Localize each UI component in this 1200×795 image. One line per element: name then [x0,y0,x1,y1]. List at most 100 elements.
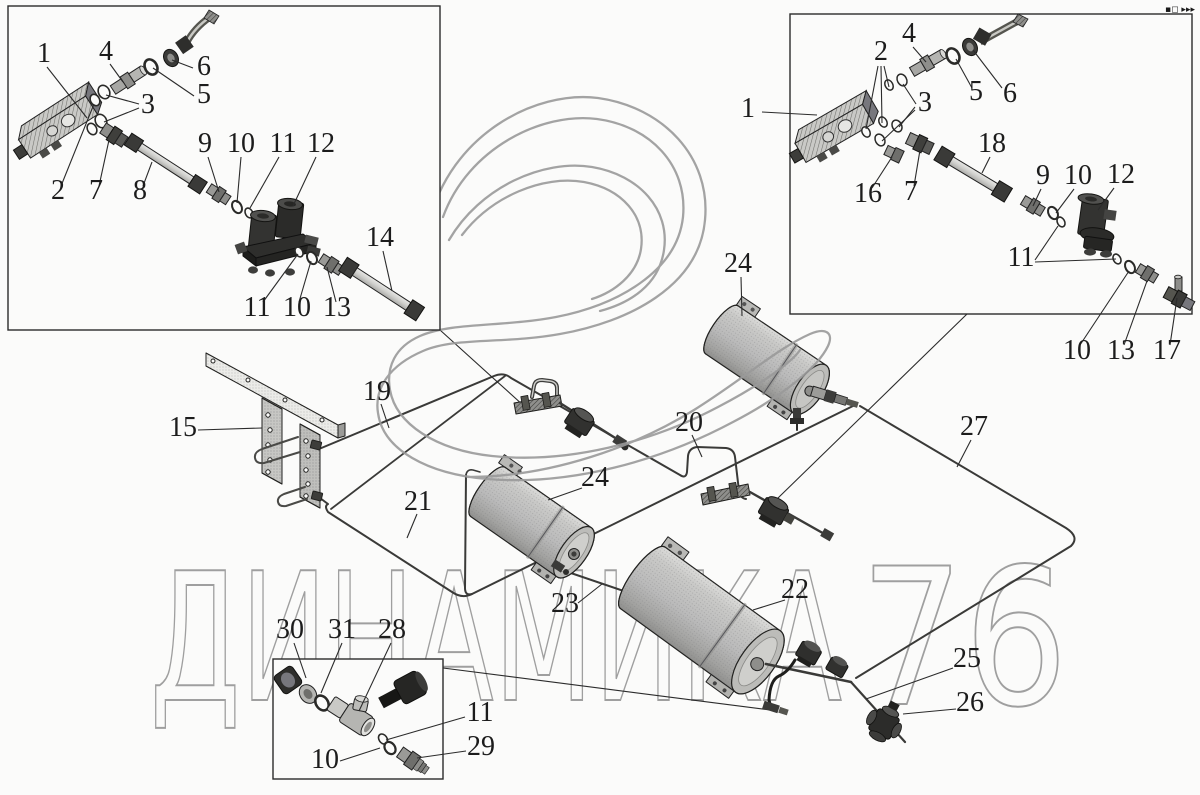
leader-line [416,750,467,759]
leader-line [152,67,195,97]
callout-label-box-top-left-10: 10 [283,292,311,323]
leader-line [547,487,583,501]
ring-11r [1056,216,1066,228]
valve-assembly-1 [513,378,629,451]
leader-line [1097,187,1115,211]
leader-line [105,94,140,105]
callout-label-box-top-left-11: 11 [270,128,297,159]
leader-line [207,156,220,193]
t-fitting [762,700,789,716]
valve-assembly-2 [700,482,835,542]
callout-label-box-top-left-2: 2 [51,175,65,206]
callout-label-main-21: 21 [404,486,432,517]
leader-line [236,156,242,204]
callout-label-main-23: 23 [551,588,579,619]
callout-label-box-top-right-13: 13 [1107,335,1135,366]
leader-line [865,65,879,130]
leader-line [1123,280,1148,346]
leader-line [972,49,1003,89]
callout-label-main-27: 27 [960,411,988,442]
fitting-7 [99,122,129,148]
callout-label-box-top-right-16: 16 [854,178,882,209]
leader-line [955,58,973,89]
fitting-16 [883,144,905,164]
washer-31b [313,694,331,712]
leader-line [142,161,153,187]
leader-line [902,83,917,105]
pipe-riser-middle-tank [464,469,481,596]
callout-label-box-top-left-1: 1 [37,38,51,69]
callout-label-box-top-right-4: 4 [902,18,916,49]
callout-label-box-top-right-18: 18 [978,128,1006,159]
ring-10cr [1123,259,1137,275]
fitting-9r [1019,195,1046,217]
callout-label-box-bottom-left-28: 28 [378,614,406,645]
washer-5r [945,47,961,65]
leader-line [109,63,124,83]
callout-label-box-top-right-2: 2 [874,36,888,67]
leader-line [292,156,317,207]
manifold-valve-1 [12,80,103,161]
leader-line [382,250,393,292]
callout-label-box-top-right-10: 10 [1064,160,1092,191]
protection-valve-12 [234,197,321,277]
corner-watermark-marks: ▪◻ ▸▸▸ [1165,5,1195,15]
callout-label-box-top-left-11: 11 [244,292,271,323]
leader-line [1169,297,1178,346]
leader-line [262,253,299,303]
leader-line [326,266,337,303]
tube-14 [337,256,426,322]
leader-line [103,107,140,123]
leader-line [298,260,312,303]
pipe-loop-21-frame [319,375,858,598]
leader-line [902,708,957,715]
hose-end-r [972,13,1029,46]
leader-line [339,747,381,762]
nut-31 [298,684,318,704]
sealing-rings-r [861,73,908,147]
leader-line [880,65,883,124]
leader-line [385,716,466,741]
callout-label-main-24: 24 [581,462,609,493]
leader-line [761,111,818,116]
fitting-4 [109,65,147,95]
ring-10d [383,740,397,756]
callout-label-main-22: 22 [781,574,809,605]
callout-label-main-20: 20 [675,407,703,438]
leader-line [197,427,263,431]
ring-10b [305,250,319,266]
leader-line [320,642,343,694]
leader-line [871,156,893,189]
leader-line [865,667,954,700]
leader-line [883,65,890,88]
inset-boxes [7,5,1193,780]
leader-line [912,46,927,63]
callout-label-box-bottom-left-10: 10 [311,744,339,775]
leader-line [913,149,921,187]
fitting-7r [904,131,935,156]
leader-line [293,642,307,679]
leader-line [1055,188,1075,214]
manifold-valve-1r [788,89,879,164]
fitting-17 [1162,274,1196,312]
callout-label-main-15: 15 [169,412,197,443]
tee-fitting-28 [326,695,376,737]
callout-label-main-24: 24 [724,248,752,279]
plug-nut [378,670,428,709]
drain-valve [790,408,804,431]
fitting-13r [1134,263,1160,284]
leader-line [249,156,280,209]
callout-label-box-top-right-5: 5 [969,76,983,107]
leader-line [60,103,95,187]
box-top-right-content [788,13,1196,312]
tube-8 [123,132,208,195]
callout-label-box-top-left-4: 4 [99,36,113,67]
sealing-rings [86,84,111,136]
air-tank-24-middle [468,454,595,585]
leader-line [98,139,110,187]
tube-18 [933,145,1014,203]
mounting-bracket-15 [205,352,346,509]
callout-label-main-19: 19 [363,376,391,407]
